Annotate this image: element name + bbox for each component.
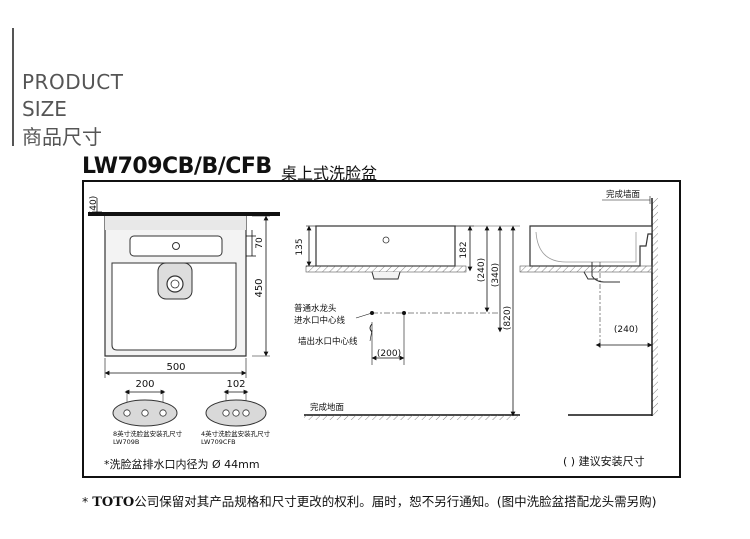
- basin-front: [315, 225, 456, 267]
- dim-width: 500: [166, 362, 185, 373]
- caption-8in-model: LW709B: [113, 438, 139, 446]
- dim-hole-spacing-8in: 200: [135, 379, 154, 390]
- tap-hole-patterns: 200 8英寸洗脸盆安装孔尺寸 LW709B 102 4英寸洗脸盆安装孔尺寸 L…: [112, 379, 271, 446]
- dim-counter-height: (820): [503, 306, 513, 330]
- dim-tap-height-b: (340): [491, 263, 501, 287]
- note-install-dimension: ( ) 建议安装尺寸: [563, 455, 645, 468]
- label-wall-finish: 完成墙面: [606, 189, 641, 200]
- dim-top-thickness: (40): [89, 196, 99, 214]
- floor: 完成地面: [304, 402, 520, 420]
- model-code: LW709CB/B/CFB: [82, 154, 272, 179]
- drawing-frame: [82, 180, 681, 478]
- dim-rim-to-center: 182: [459, 241, 469, 258]
- caption-4in: 4英寸洗脸盆安装孔尺寸: [201, 429, 271, 438]
- side-view: 完成墙面 (240): [519, 189, 658, 416]
- header-size: SIZE: [22, 97, 67, 121]
- dim-hole-spacing-4in: 102: [226, 379, 245, 390]
- front-view: 135 182 (240) (340) (820) 普通水龙头 进水口中心线 墙…: [294, 225, 520, 417]
- counter-edge: [88, 212, 280, 216]
- footer-star: *: [82, 494, 89, 509]
- basin-bowl: [111, 262, 237, 351]
- drain-icon: [166, 275, 184, 293]
- header-accent-bar: [12, 28, 14, 146]
- tap-hole: [172, 242, 180, 250]
- header-product: PRODUCT: [22, 70, 124, 94]
- label-tap-centerline-2: 进水口中心线: [294, 315, 346, 326]
- dim-side-height: 135: [295, 238, 305, 255]
- label-floor-finish: 完成地面: [310, 402, 345, 413]
- dim-right-drain-offset: (240): [614, 325, 638, 335]
- dim-depth: 450: [254, 278, 265, 297]
- model-name: 桌上式洗脸盆: [281, 164, 378, 183]
- footer-brand: TOTO: [92, 495, 135, 510]
- header-size-cn: 商品尺寸: [22, 125, 102, 149]
- note-drain-diameter: *洗脸盆排水口内径为 Ø 44mm: [104, 458, 260, 471]
- basin-side: [529, 225, 653, 267]
- top-view: (40) 70 450 500: [88, 196, 280, 378]
- dim-wall-drain-offset: (200): [377, 349, 401, 359]
- counter-section: [305, 265, 467, 273]
- dim-tap-height-a: (240): [477, 258, 487, 282]
- label-wall-drain-centerline: 墙出水口中心线: [298, 336, 358, 347]
- caption-4in-model: LW709CFB: [201, 438, 236, 446]
- dim-tap-deck: 70: [255, 237, 265, 249]
- label-tap-centerline-1: 普通水龙头: [294, 303, 337, 314]
- footer-disclaimer: * TOTO公司保留对其产品规格和尺寸更改的权利。届时，恕不另行通知。(图中洗脸…: [82, 491, 657, 510]
- footer-text: 公司保留对其产品规格和尺寸更改的权利。届时，恕不另行通知。(图中洗脸盆搭配龙头需…: [134, 494, 657, 509]
- caption-8in: 8英寸洗脸盆安装孔尺寸: [113, 429, 183, 438]
